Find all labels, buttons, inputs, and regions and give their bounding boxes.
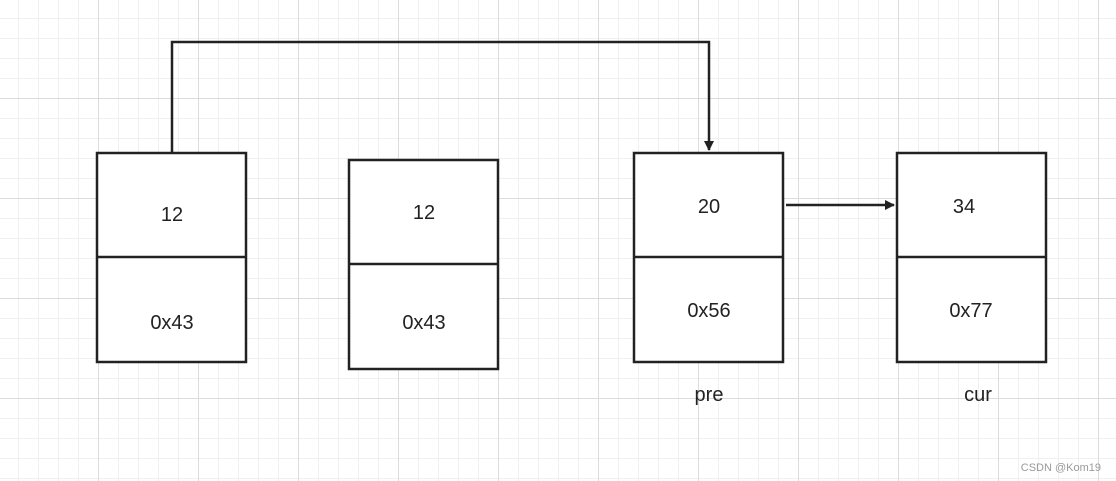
node-4-value: 34 <box>953 196 975 218</box>
node-2-value: 12 <box>413 202 435 224</box>
node-1: 12 0x43 <box>95 151 248 364</box>
cur-pointer-label: cur <box>964 384 992 406</box>
node-4: 34 0x77 cur <box>895 151 1048 406</box>
node-1-address: 0x43 <box>150 312 193 334</box>
node-1-value: 12 <box>161 204 183 226</box>
pre-pointer-label: pre <box>695 384 724 406</box>
node-3: 20 0x56 pre <box>632 151 785 406</box>
node-4-address: 0x77 <box>949 300 992 322</box>
node-3-address: 0x56 <box>687 300 730 322</box>
watermark: CSDN @Kom19 <box>1021 462 1101 474</box>
node-2-address: 0x43 <box>402 312 445 334</box>
node-2: 12 0x43 <box>347 158 500 371</box>
arrow-node1-to-node3 <box>170 40 714 152</box>
node-3-value: 20 <box>698 196 720 218</box>
